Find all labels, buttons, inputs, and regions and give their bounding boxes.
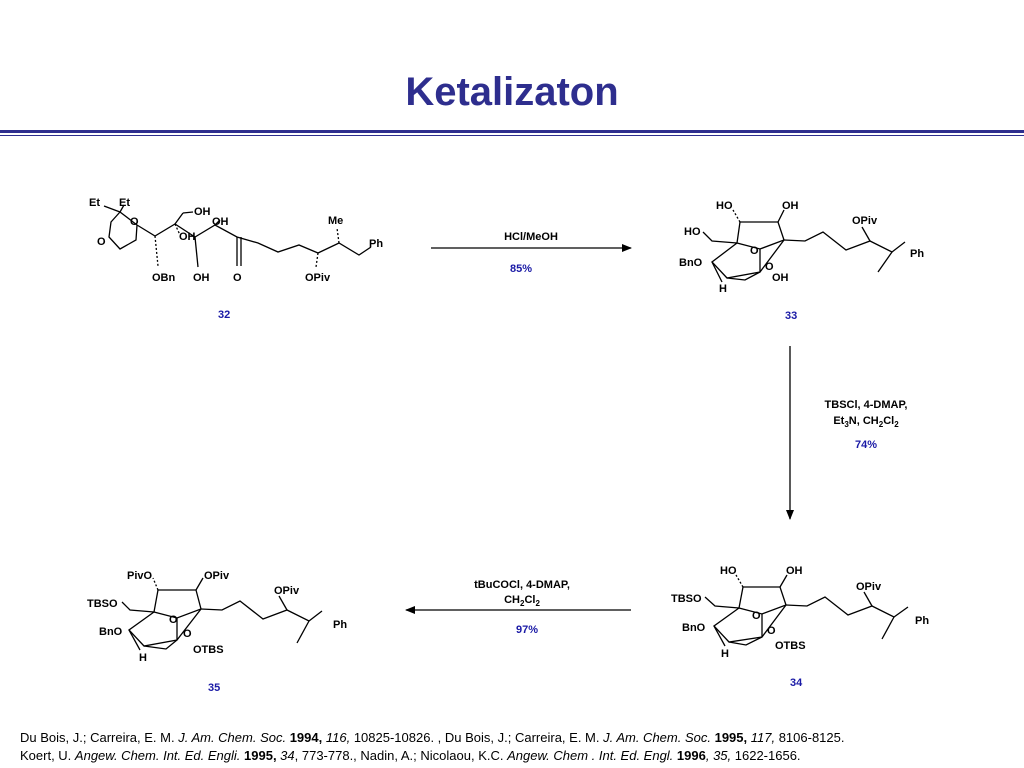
pivo-label: PivO <box>127 570 153 582</box>
oh-label-top: OH <box>782 200 799 212</box>
compound-34-bonds <box>704 574 909 647</box>
obn-label: OBn <box>152 272 176 284</box>
references: Du Bois, J.; Carreira, E. M. J. Am. Chem… <box>20 729 1010 765</box>
slide-title: Ketalizaton <box>405 70 619 114</box>
phenyl-label: Ph <box>369 238 383 250</box>
compound-32: Et Et O O OH OH OH OBn OH O OPiv Me Ph 3… <box>89 197 383 321</box>
step3-reagents-line1: tBuCOCl, 4-DMAP, <box>474 579 570 591</box>
ring-oxygen-lower: O <box>765 261 774 273</box>
tbso-label: TBSO <box>671 593 702 605</box>
opiv-label-top: OPiv <box>204 570 230 582</box>
step2-yield: 74% <box>855 439 877 451</box>
oh-label-top: OH <box>786 565 803 577</box>
step3-reagents-line2: CH2Cl2 <box>504 594 540 608</box>
reaction-scheme: Et Et O O OH OH OH OBn OH O OPiv Me Ph 3… <box>87 197 929 694</box>
reaction-step-2: TBSCl, 4-DMAP, Et3N, CH2Cl2 74% <box>786 346 908 520</box>
compound-33-bonds <box>702 209 906 283</box>
oh-label-top: OH <box>212 216 229 228</box>
compound-34: HO OH TBSO O O BnO H OTBS OPiv Ph 34 <box>671 565 929 689</box>
phenyl-label: Ph <box>333 619 347 631</box>
ring-oxygen-top: O <box>130 216 139 228</box>
reaction-step-1: HCl/MeOH 85% <box>431 231 632 275</box>
compound-number-32: 32 <box>218 309 230 321</box>
bno-label: BnO <box>99 626 123 638</box>
compound-33: HO OH HO O O BnO H OH OPiv Ph 33 <box>679 200 924 322</box>
ring-oxygen-left: O <box>97 236 106 248</box>
ch2oh-label: OH <box>194 206 211 218</box>
compound-35-bonds <box>121 577 323 651</box>
opiv-label: OPiv <box>274 585 300 597</box>
phenyl-label: Ph <box>910 248 924 260</box>
opiv-label: OPiv <box>856 581 882 593</box>
compound-number-33: 33 <box>785 310 797 322</box>
ho-label-top: HO <box>720 565 737 577</box>
compound-35: PivO OPiv TBSO O O BnO H OTBS OPiv Ph 35 <box>87 570 347 694</box>
reference-line-2: Koert, U. Angew. Chem. Int. Ed. Engli. 1… <box>20 748 801 763</box>
et-label-right: Et <box>119 197 130 209</box>
step2-reagents-line2: Et3N, CH2Cl2 <box>833 415 899 429</box>
tbso-label: TBSO <box>87 598 118 610</box>
opiv-label: OPiv <box>305 272 331 284</box>
compound-number-34: 34 <box>790 677 803 689</box>
ring-oxygen-bridge: O <box>169 614 178 626</box>
h-label: H <box>719 283 727 295</box>
title-divider-thin <box>0 135 1024 136</box>
h-label: H <box>721 648 729 660</box>
phenyl-label: Ph <box>915 615 929 627</box>
reaction-step-3: tBuCOCl, 4-DMAP, CH2Cl2 97% <box>405 579 631 636</box>
otbs-label: OTBS <box>775 640 806 652</box>
oh-label-quaternary: OH <box>179 231 196 243</box>
step3-yield: 97% <box>516 624 538 636</box>
ring-oxygen-lower: O <box>183 628 192 640</box>
step2-reagents-line1: TBSCl, 4-DMAP, <box>825 399 908 411</box>
reference-line-1: Du Bois, J.; Carreira, E. M. J. Am. Chem… <box>20 730 845 745</box>
bno-label: BnO <box>679 257 703 269</box>
ring-oxygen-bridge: O <box>752 610 761 622</box>
ring-oxygen-bridge: O <box>750 245 759 257</box>
methyl-label: Me <box>328 215 343 227</box>
step1-reagents: HCl/MeOH <box>504 231 558 243</box>
ho-label-left: HO <box>684 226 701 238</box>
ho-label-top: HO <box>716 200 733 212</box>
otbs-label: OTBS <box>193 644 224 656</box>
step1-yield: 85% <box>510 263 532 275</box>
oh-label-bottom: OH <box>193 272 210 284</box>
h-label: H <box>139 652 147 664</box>
opiv-label: OPiv <box>852 215 878 227</box>
et-label-left: Et <box>89 197 100 209</box>
ketone-oxygen-label: O <box>233 272 242 284</box>
bno-label: BnO <box>682 622 706 634</box>
title-divider <box>0 130 1024 133</box>
oh-label-bottom: OH <box>772 272 789 284</box>
compound-number-35: 35 <box>208 682 220 694</box>
ring-oxygen-lower: O <box>767 625 776 637</box>
compound-32-bonds <box>103 204 372 268</box>
